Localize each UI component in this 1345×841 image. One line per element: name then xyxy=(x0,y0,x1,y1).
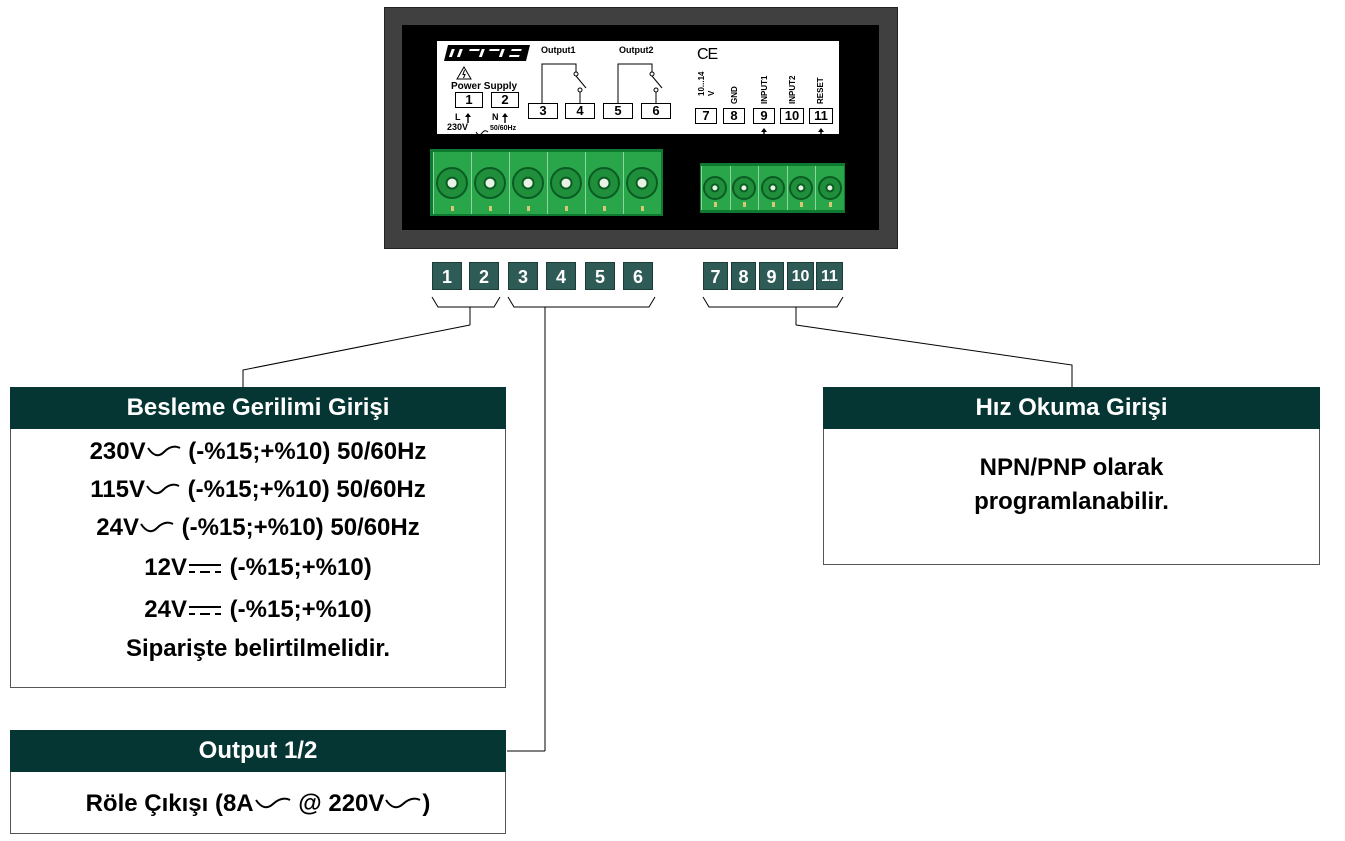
terminal-tile-8: 8 xyxy=(731,262,756,290)
supply-tolerance: (-%15;+%10) 50/60Hz xyxy=(181,438,427,465)
screw-terminal-icon[interactable] xyxy=(436,167,468,199)
supply-tolerance: (-%15;+%10) 50/60Hz xyxy=(180,476,426,503)
ac-wave-icon xyxy=(139,513,175,545)
output-text-b: @ 220V xyxy=(291,790,385,817)
screw-terminal-icon[interactable] xyxy=(817,176,842,200)
supply-tolerance: (-%15;+%10) xyxy=(222,554,372,581)
terminal-tile-6: 6 xyxy=(623,262,653,290)
label-terminal-3: 3 xyxy=(528,103,558,119)
supply-voltage-value: 230V xyxy=(89,438,146,465)
output1-label: Output1 xyxy=(541,45,576,55)
label-terminal-2: 2 xyxy=(491,92,519,108)
supply-tolerance: (-%15;+%10) 50/60Hz xyxy=(174,514,420,541)
terminal-tile-10: 10 xyxy=(787,262,814,290)
terminal-N-label: N xyxy=(492,112,499,122)
terminal-tile-11: 11 xyxy=(816,262,843,290)
ce-mark: CE xyxy=(697,46,718,63)
pin-marker xyxy=(527,206,530,211)
arrow-up-icon xyxy=(760,125,768,138)
pin-marker xyxy=(565,206,568,211)
supply-voltage-value: 115V xyxy=(90,476,145,503)
arrow-up-icon xyxy=(464,110,472,123)
terminal-tile-9: 9 xyxy=(759,262,784,290)
supply-box-title: Besleme Gerilimi Girişi xyxy=(10,387,506,429)
label-terminal-7: 7 xyxy=(695,108,717,124)
screw-terminal-icon[interactable] xyxy=(703,176,728,200)
label-terminal-4: 4 xyxy=(565,103,595,119)
terminal-tile-3: 3 xyxy=(508,262,538,290)
screw-terminal-icon[interactable] xyxy=(760,176,785,200)
ac-wave-icon xyxy=(475,124,489,136)
screw-terminal-icon[interactable] xyxy=(474,167,506,199)
relay-contact-icon xyxy=(528,58,608,108)
output2-label: Output2 xyxy=(619,45,654,55)
dc-symbol-icon xyxy=(187,553,223,585)
supply-tolerance: (-%15;+%10) xyxy=(222,596,372,623)
pin-marker xyxy=(800,202,804,207)
label-terminal-9: 9 xyxy=(753,108,775,124)
relay-contact-icon xyxy=(604,58,684,108)
screw-terminal-icon[interactable] xyxy=(550,167,582,199)
terminal-tile-5: 5 xyxy=(585,262,615,290)
terminal-tile-7: 7 xyxy=(703,262,728,290)
label-terminal-6: 6 xyxy=(641,103,671,119)
supply-freq-label: 50/60Hz xyxy=(490,125,517,132)
pin-marker xyxy=(489,206,492,211)
ac-wave-icon xyxy=(146,437,182,469)
screw-terminal-icon[interactable] xyxy=(789,176,814,200)
label-terminal-5: 5 xyxy=(603,103,633,119)
dc-symbol-icon xyxy=(187,595,223,627)
supply-voltage-label: 230V xyxy=(447,122,469,132)
arrow-up-icon xyxy=(817,125,825,138)
supply-info-box xyxy=(10,387,506,688)
pin-marker xyxy=(603,206,606,211)
supply-voltage-line: 12V (-%15;+%10) xyxy=(10,552,506,584)
pin-marker xyxy=(451,206,454,211)
output-text-c: ) xyxy=(422,790,431,817)
label-terminal-1: 1 xyxy=(455,92,483,108)
screw-terminal-icon[interactable] xyxy=(731,176,756,200)
terminal-tile-2: 2 xyxy=(469,262,499,290)
supply-voltage-line: 115V (-%15;+%10) 50/60Hz xyxy=(10,474,506,506)
terminal-tile-4: 4 xyxy=(546,262,576,290)
supply-voltage-value: 24V xyxy=(144,596,187,623)
terminal-L-label: L xyxy=(455,112,461,122)
pin-marker xyxy=(828,202,832,207)
pin-marker xyxy=(742,202,746,207)
ac-wave-icon xyxy=(384,788,422,822)
supply-voltage-line: 24V (-%15;+%10) 50/60Hz xyxy=(10,512,506,544)
output-relay-text: Röle Çıkışı (8A @ 220V) xyxy=(10,787,506,821)
output-box-title: Output 1/2 xyxy=(10,730,506,772)
pin-marker xyxy=(641,206,644,211)
pin-marker xyxy=(771,202,775,207)
speed-box-title: Hız Okuma Girişi xyxy=(823,387,1320,429)
speed-line-1: NPN/PNP olarak xyxy=(979,454,1164,481)
screw-terminal-icon[interactable] xyxy=(626,167,658,199)
speed-line-2: programlanabilir. xyxy=(974,488,1169,515)
arrow-up-icon xyxy=(501,110,509,123)
power-supply-label: Power Supply xyxy=(451,81,518,92)
screw-terminal-icon[interactable] xyxy=(512,167,544,199)
terminal-tile-1: 1 xyxy=(432,262,462,290)
pin-marker xyxy=(714,202,718,207)
supply-voltage-line: 230V (-%15;+%10) 50/60Hz xyxy=(10,436,506,468)
ac-wave-icon xyxy=(254,788,292,822)
label-terminal-10: 10 xyxy=(780,108,804,124)
label-terminal-8: 8 xyxy=(723,108,745,124)
output-text-a: Röle Çıkışı (8A xyxy=(85,790,254,817)
supply-voltage-value: 24V xyxy=(96,514,139,541)
warning-icon xyxy=(456,66,472,80)
brand-logo xyxy=(444,43,532,63)
supply-note: Siparişte belirtilmelidir. xyxy=(125,635,391,662)
supply-voltage-value: 12V xyxy=(144,554,187,581)
label-terminal-11: 11 xyxy=(809,108,833,124)
screw-terminal-icon[interactable] xyxy=(588,167,620,199)
ac-wave-icon xyxy=(145,475,181,507)
supply-voltage-line: 24V (-%15;+%10) xyxy=(10,594,506,626)
